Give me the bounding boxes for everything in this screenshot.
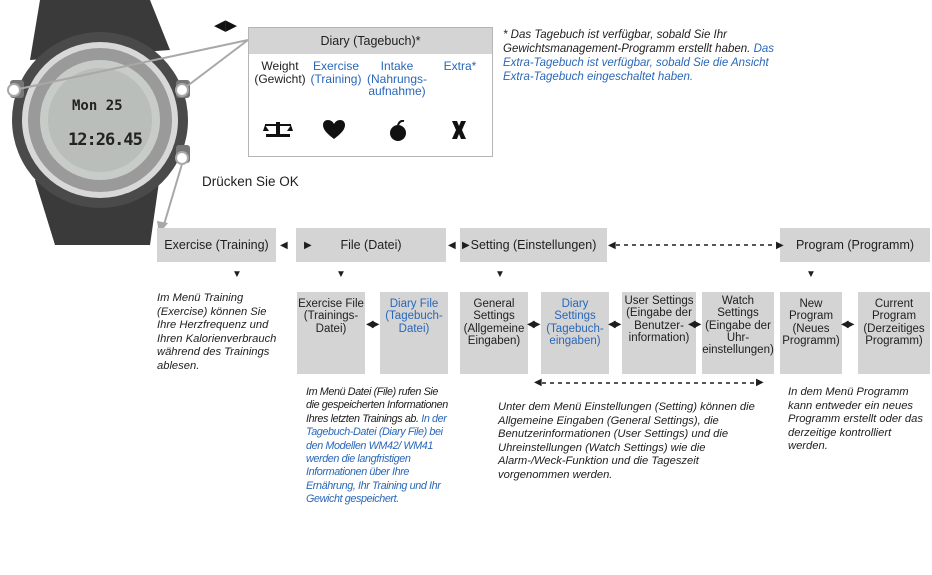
menu-setting[interactable]: Setting (Einstellungen) xyxy=(460,228,607,262)
arrow-both-icon: ◀▶ xyxy=(608,319,621,330)
diary-col-exercise: Exercise (Training) xyxy=(310,59,362,86)
note-program: In dem Menü Programm kann entweder ein n… xyxy=(788,386,923,453)
arrow-right-icon: ▶ xyxy=(304,240,312,251)
arrow-down-icon: ▼ xyxy=(336,269,346,280)
note-setting: Unter dem Menü Einstellungen (Setting) k… xyxy=(498,401,755,481)
menu-file[interactable]: File (Datei) xyxy=(296,228,446,262)
note-diary-file-text: In der Tagebuch-Datei (Diary File) bei d… xyxy=(306,412,447,506)
apple-icon xyxy=(390,120,406,141)
extra-x-icon xyxy=(452,121,466,139)
arrow-left-icon: ◀ xyxy=(534,377,542,388)
scale-icon xyxy=(263,122,293,137)
arrow-both-icon: ◀▶ xyxy=(841,319,854,330)
arrow-left-icon: ◀ xyxy=(608,240,616,251)
menu-program[interactable]: Program (Programm) xyxy=(780,228,930,262)
arrow-right-icon: ▶ xyxy=(462,240,470,251)
setting-diary[interactable]: Diary Settings (Tagebuch-eingaben) xyxy=(541,292,609,374)
arrow-both-icon: ◀▶ xyxy=(527,319,540,330)
arrow-down-icon: ▼ xyxy=(495,269,505,280)
watch-display-line2: 12:26.45 xyxy=(68,130,143,150)
diary-col-weight: Weight (Gewicht) xyxy=(254,59,306,86)
setting-user[interactable]: User Settings (Eingabe der Benutzer-info… xyxy=(622,292,696,374)
note-file-text: Im Menü Datei (File) rufen Sie die gespe… xyxy=(306,386,448,425)
diary-col-intake: Intake (Nahrungs-aufnahme) xyxy=(367,59,428,98)
program-new[interactable]: New Program (Neues Programm) xyxy=(780,292,842,374)
arrow-left-icon: ◀ xyxy=(280,240,288,251)
arrow-both-icon: ◀▶ xyxy=(366,319,379,330)
arrow-right-icon: ▶ xyxy=(776,240,784,251)
diary-footnote: * Das Tagebuch ist verfügbar, sobald Sie… xyxy=(503,28,793,84)
note-file: Im Menü Datei (File) rufen Sie die gespe… xyxy=(306,386,452,507)
heart-icon xyxy=(323,120,345,139)
setting-general[interactable]: General Settings (Allgemeine Eingaben) xyxy=(460,292,528,374)
setting-watch[interactable]: Watch Settings (Eingabe der Uhr-einstell… xyxy=(702,292,774,374)
file-exercise-file[interactable]: Exercise File (Trainings-Datei) xyxy=(297,292,365,374)
diary-panel: Diary (Tagebuch)* Weight (Gewicht) Exerc… xyxy=(248,27,493,157)
extra-footnote-text: Das Extra-Tagebuch ist verfügbar, sobald… xyxy=(503,43,775,83)
watch-illustration xyxy=(10,0,190,245)
program-current[interactable]: Current Program (Derzeitiges Programm) xyxy=(858,292,930,374)
menu-exercise[interactable]: Exercise (Training) xyxy=(157,228,276,262)
diary-footnote-text: * Das Tagebuch ist verfügbar, sobald Sie… xyxy=(503,29,751,55)
arrow-down-icon: ▼ xyxy=(232,269,242,280)
press-ok-label: Drücken Sie OK xyxy=(202,174,299,189)
nav-arrows-icon: ◀▶ xyxy=(214,17,238,34)
diary-col-extra: Extra* xyxy=(443,59,477,73)
note-exercise: Im Menü Training (Exercise) können Sie I… xyxy=(157,292,277,372)
file-diary-file[interactable]: Diary File (Tagebuch-Datei) xyxy=(380,292,448,374)
watch-display-line1: Mon 25 xyxy=(72,98,123,114)
arrow-down-icon: ▼ xyxy=(806,269,816,280)
arrow-left-icon: ◀ xyxy=(448,240,456,251)
arrow-right-icon: ▶ xyxy=(756,377,764,388)
diary-title: Diary (Tagebuch)* xyxy=(249,28,492,54)
arrow-both-icon: ◀▶ xyxy=(688,319,701,330)
